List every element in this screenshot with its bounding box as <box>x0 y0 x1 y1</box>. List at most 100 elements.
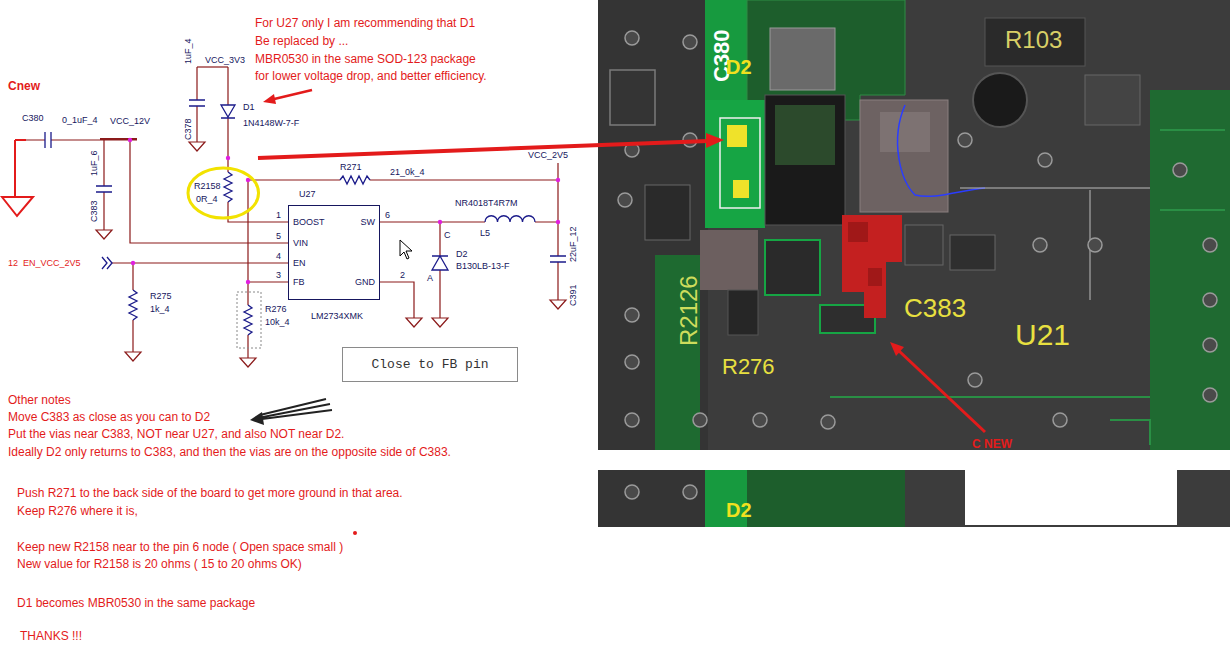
junction-dot <box>438 220 442 224</box>
via <box>618 193 632 207</box>
component-symbol <box>45 132 51 148</box>
component-symbol <box>340 176 370 184</box>
pcb-layout <box>598 0 1230 450</box>
component-symbol <box>189 100 205 106</box>
schematic-label: 6 <box>385 211 390 220</box>
net-label: 12 <box>8 259 18 268</box>
note-text: Close to FB pin <box>371 358 488 371</box>
schematic-label: R275 <box>150 292 172 301</box>
pcb-layout <box>770 28 835 90</box>
schematic-label: 0_1uF_4 <box>62 116 98 125</box>
pcb-layout <box>598 470 708 527</box>
junction-dot <box>556 178 560 182</box>
schematic-label: 10k_4 <box>265 318 290 327</box>
schematic-wire <box>130 140 288 243</box>
pcb-layout <box>950 235 995 270</box>
annotation-note: Other notes <box>8 394 71 406</box>
schematic-label: A <box>427 274 433 283</box>
pcb-layout <box>973 73 1027 127</box>
schematic-label: D2 <box>456 250 468 259</box>
annotation-note: C NEW <box>972 438 1012 450</box>
pcb-layout <box>705 0 747 100</box>
schematic-wire <box>380 221 558 222</box>
schematic-label: VCC_3V3 <box>205 56 245 65</box>
via <box>1033 238 1047 252</box>
part-label: 0R_4 <box>196 195 218 204</box>
pcb-layout <box>728 290 758 335</box>
pcb-layout <box>842 215 902 318</box>
schematic-wire <box>248 179 558 180</box>
via <box>1203 238 1217 252</box>
pcb-layout <box>733 180 749 198</box>
annotation-note: Cnew <box>8 80 40 92</box>
schematic-wire <box>557 163 558 300</box>
via <box>625 31 639 45</box>
pcb-layout <box>610 70 655 125</box>
pcb-layout <box>775 105 835 165</box>
note-box: Close to FB pin <box>342 347 518 382</box>
silkscreen-label: R103 <box>1005 28 1062 52</box>
pcb-layout <box>598 463 1230 527</box>
silkscreen-label: U21 <box>1015 320 1070 350</box>
annotation-note: Move C383 as close as you can to D2 <box>8 411 210 423</box>
pcb-layout <box>898 105 985 196</box>
pcb-layout <box>700 230 758 290</box>
schematic-label: C380 <box>22 114 44 123</box>
black-arrow <box>258 399 332 419</box>
silkscreen-label: R2126 <box>677 275 701 346</box>
via <box>1038 153 1052 167</box>
schematic-label: 1uF_6 <box>90 150 99 176</box>
schematic-label: 22uF_12 <box>569 226 578 262</box>
via <box>1203 293 1217 307</box>
component-symbol <box>129 290 137 320</box>
pcb-layout <box>765 95 845 225</box>
component-symbol <box>224 172 232 202</box>
annotation-note: for lower voltage drop, and better effic… <box>255 70 487 82</box>
annotation-note: Keep R276 where it is, <box>17 505 138 517</box>
via <box>625 485 639 499</box>
pcb-layout <box>905 225 943 265</box>
schematic-wire <box>196 67 197 142</box>
via <box>1203 388 1217 402</box>
mouse-cursor <box>400 240 412 259</box>
via <box>821 415 835 429</box>
pcb-layout <box>880 112 930 152</box>
ellipse-outline <box>188 168 259 218</box>
via <box>958 133 972 147</box>
markup-annotation <box>2 197 33 216</box>
via <box>968 373 982 387</box>
pin-name: SW <box>361 218 376 227</box>
markup-annotation <box>270 90 312 100</box>
pcb-layout <box>960 188 1150 300</box>
junction-dot <box>556 220 560 224</box>
schematic-label: 1k_4 <box>150 305 170 314</box>
component-symbol <box>96 186 112 192</box>
schematic-wire <box>112 262 288 263</box>
highlight-ellipse: R21580R_4 <box>186 166 261 220</box>
via <box>1053 413 1067 427</box>
pin-name: EN <box>293 259 306 268</box>
component-symbol <box>244 305 252 335</box>
mouse-cursor <box>400 240 412 259</box>
ground-symbol <box>125 352 141 361</box>
annotation-note: D1 becomes MBR0530 in the same package <box>17 597 255 609</box>
ground-symbol <box>406 318 422 327</box>
pcb-layout <box>860 100 948 212</box>
silkscreen-label: C383 <box>904 295 966 321</box>
markup-annotation <box>258 141 708 158</box>
via <box>753 413 767 427</box>
schematic-label: 2 <box>400 271 405 280</box>
schematic-label: C <box>444 231 451 240</box>
schematic-wire <box>103 140 104 230</box>
annotation-note: Be replaced by ... <box>255 35 348 47</box>
schematic-label: VCC_12V <box>110 117 150 126</box>
schematic-wire <box>26 139 137 140</box>
via <box>693 413 707 427</box>
pin-name: GND <box>355 278 375 287</box>
pcb-layout <box>720 118 760 208</box>
pcb-layout <box>598 0 1230 450</box>
net-label: EN_VCC_2V5 <box>23 259 81 268</box>
schematic-label: C378 <box>184 118 193 140</box>
schematic-label: C391 <box>569 284 578 306</box>
arrowhead <box>263 94 904 535</box>
